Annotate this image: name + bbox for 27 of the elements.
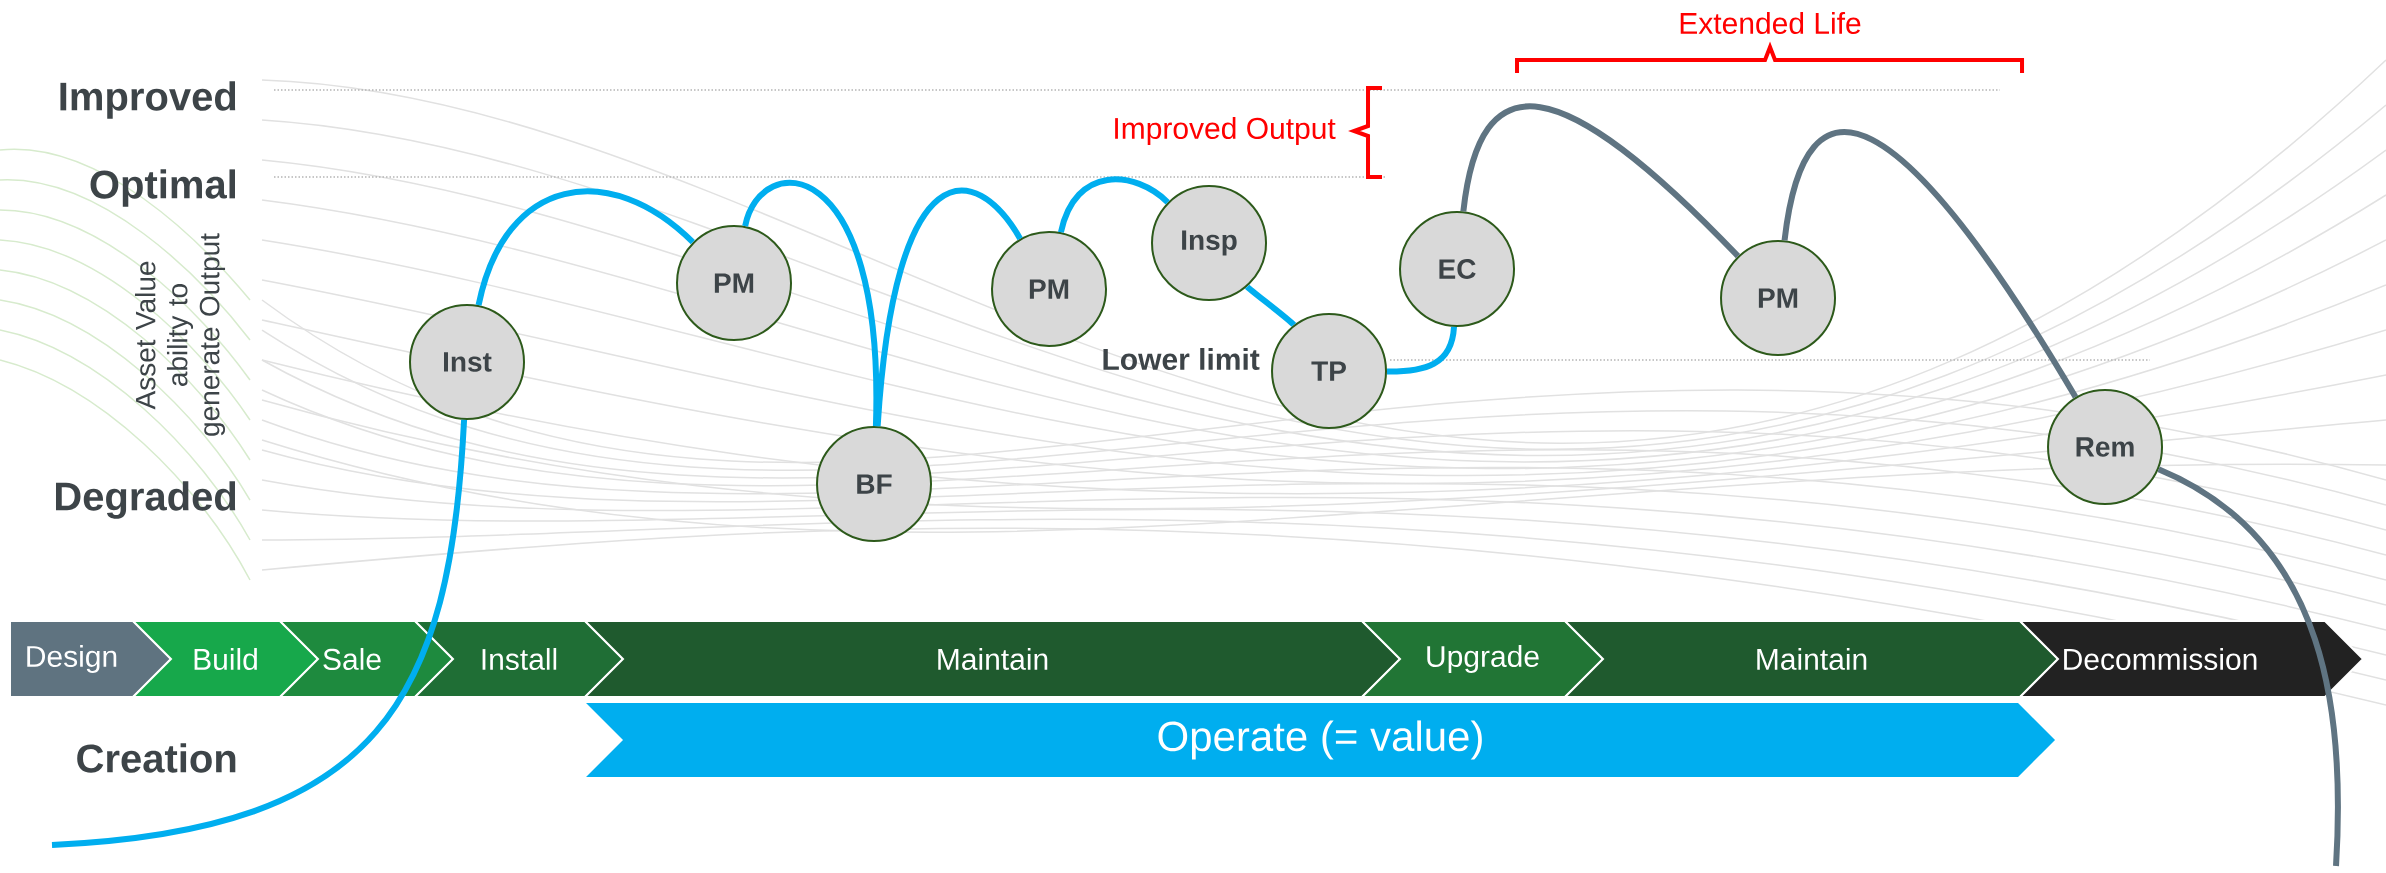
value-curve [2157,466,2341,867]
stage-label: Build [194,648,257,671]
stage-label: Maintain [938,648,1048,671]
stage-label: Sale [323,648,381,671]
value-curve [742,179,879,427]
axis-title: Asset Value ability to generate Output [134,233,226,436]
level-label: Optimal [90,169,235,207]
stage-label: Design [27,645,117,673]
value-curve [1460,104,1741,259]
value-curve [1781,129,2079,399]
annotation: Improved Output [1115,117,1336,145]
value-curve [1058,176,1170,234]
value-curve [874,188,1023,427]
limit-label: Lower limit [1103,348,1260,371]
operate-band: Operate (= value) [586,703,2055,777]
level-label: Degraded [56,481,236,519]
value-curve [475,188,695,306]
annotation: Extended Life [1680,12,1861,34]
value-curve [1245,284,1296,328]
stage-label: Install [482,648,557,671]
level-label: Creation [77,743,236,773]
value-curve [51,419,468,848]
level-label: Improved [60,81,236,119]
stage-label: Upgrade [1427,645,1539,673]
value-curve [1387,326,1457,375]
stage-label: Maintain [1757,648,1867,671]
stage-label: Decommission [2064,648,2257,671]
